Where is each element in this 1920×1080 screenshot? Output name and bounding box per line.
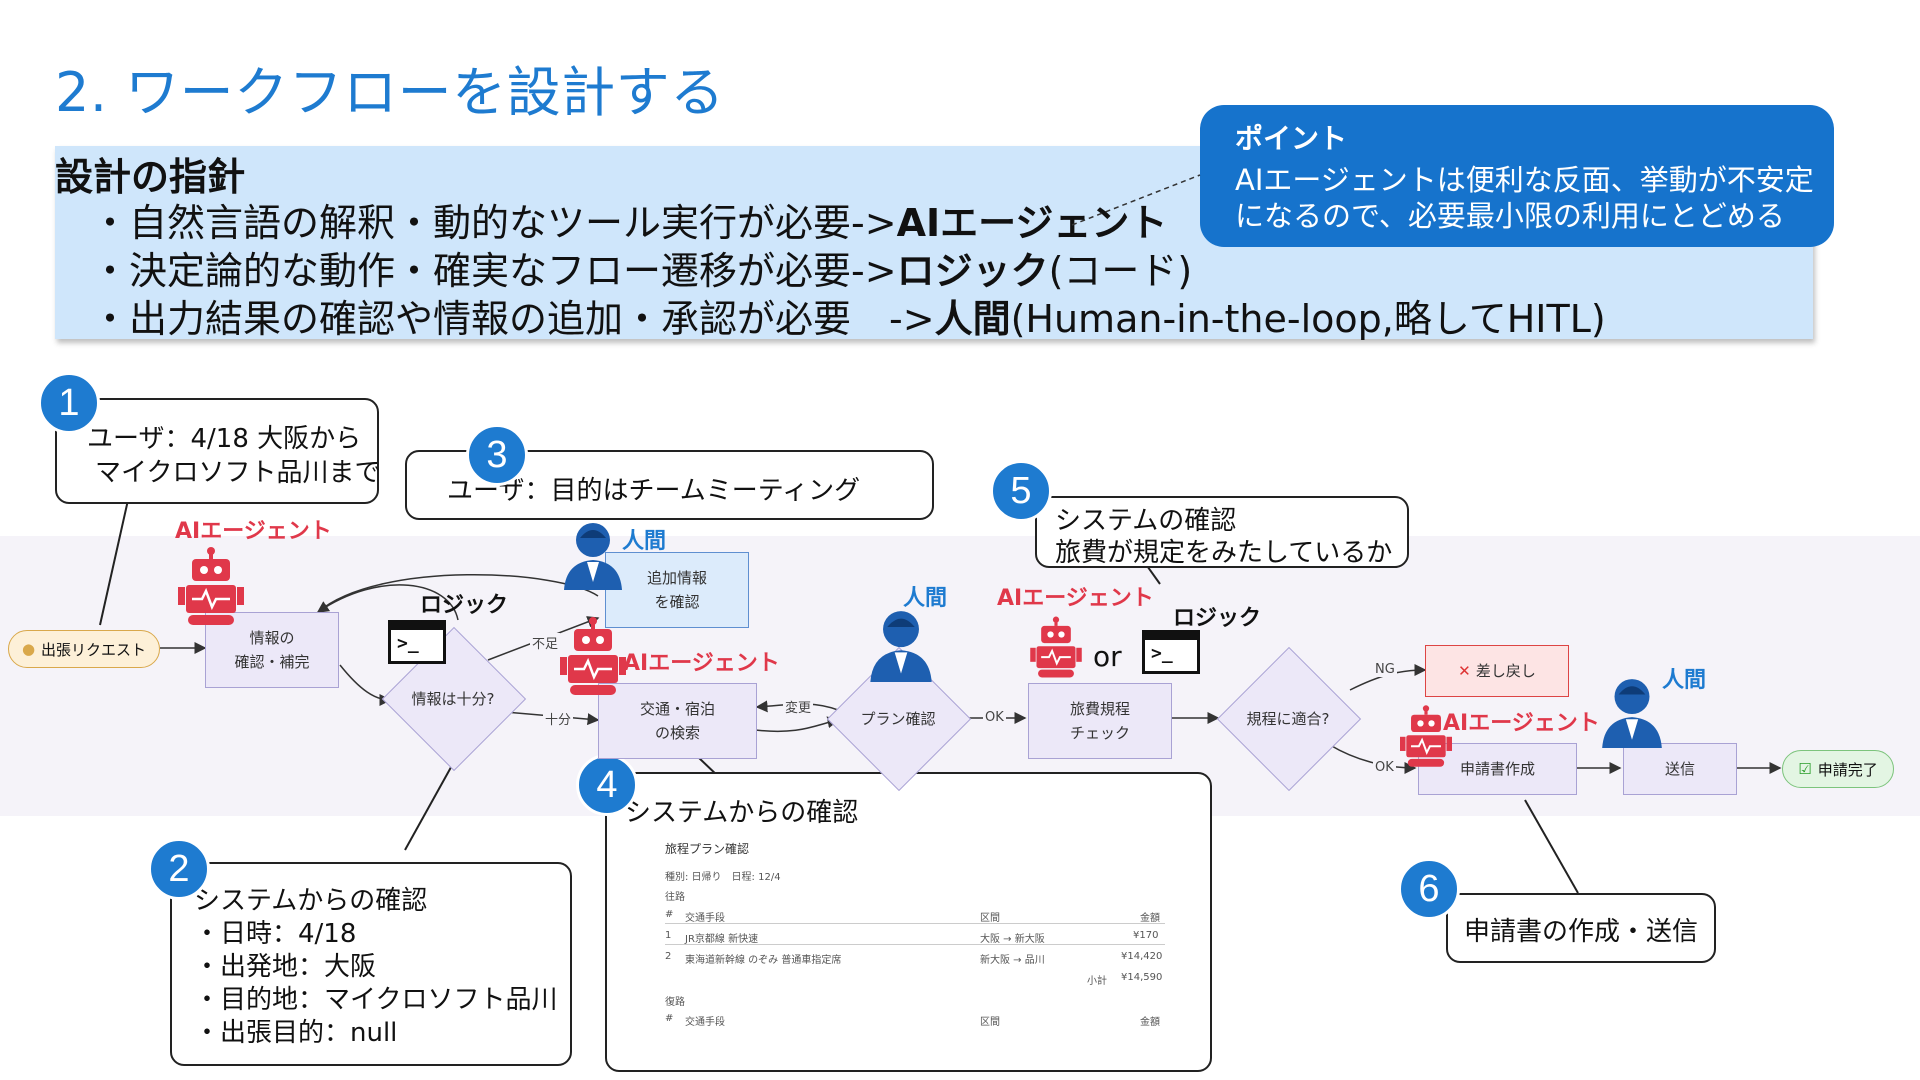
decision-comply-label: 規程に適合? — [1246, 710, 1330, 728]
callout-form-send: 申請書の作成・送信 — [1446, 893, 1716, 963]
node-send: 送信 — [1623, 743, 1737, 795]
person-icon: ● — [21, 640, 36, 658]
decision-enough-label: 情報は十分? — [411, 690, 495, 708]
itinerary-outbound: 往路 — [665, 892, 685, 903]
actor-label-human: 人間 — [903, 586, 948, 611]
actor-label-logic: ロジック — [420, 593, 509, 618]
terminal-icon: >_ — [1142, 630, 1200, 674]
step-badge-3: 3 — [466, 424, 528, 486]
terminal-icon: >_ — [388, 620, 446, 664]
edge-label-ok: OK — [983, 710, 1006, 725]
itinerary-cell: 2 — [665, 951, 672, 962]
itinerary-header: 金額 — [1140, 1017, 1160, 1028]
actor-label-ai: AIエージェント — [997, 586, 1154, 611]
start-node: ●出張リクエスト — [8, 630, 160, 668]
guideline-heading: 設計の指針 — [55, 155, 246, 199]
itinerary-title: 旅程プラン確認 — [665, 842, 750, 856]
itinerary-header: 金額 — [1140, 913, 1160, 924]
itinerary-cell: 東海道新幹線 のぞみ 普通車指定席 — [685, 955, 842, 966]
edge-label-change: 変更 — [783, 697, 814, 716]
edge-label-ok: OK — [1373, 760, 1396, 775]
step-badge-5: 5 — [990, 460, 1052, 522]
x-icon: ✕ — [1458, 662, 1476, 680]
itinerary-cell: ¥14,420 — [1121, 951, 1163, 962]
actor-label-ai: AIエージェント — [623, 651, 780, 676]
edge-label-ng: NG — [1373, 662, 1397, 677]
robot-icon — [178, 547, 244, 625]
itinerary-cell: 1 — [665, 930, 672, 941]
guideline-line-ai: ・自然言語の解釈・動的なツール実行が必要->AIエージェント — [91, 201, 1168, 245]
node-additional-info: 追加情報を確認 — [605, 552, 749, 628]
guideline-line-logic: ・決定論的な動作・確実なフロー遷移が必要->ロジック(コード) — [91, 249, 1193, 293]
itinerary-meta: 種別: 日帰り 日程: 12/4 — [665, 872, 781, 883]
person-icon — [564, 523, 622, 590]
point-box: ポイント AIエージェントは便利な反面、挙動が不安定 になるので、必要最小限の利… — [1200, 105, 1834, 247]
edge-label-insufficient: 不足 — [530, 633, 561, 652]
robot-icon — [560, 617, 626, 695]
step-badge-4: 4 — [576, 754, 638, 816]
actor-label-human: 人間 — [622, 529, 667, 554]
itinerary-header: 交通手段 — [685, 1017, 725, 1028]
point-title: ポイント — [1235, 122, 1348, 155]
itinerary-cell: JR京都線 新快速 — [685, 934, 759, 945]
itinerary-subtotal: ¥14,590 — [1121, 972, 1163, 983]
node-search: 交通・宿泊の検索 — [598, 683, 757, 759]
itinerary-header: # — [665, 909, 674, 920]
point-line: になるので、必要最小限の利用にとどめる — [1235, 199, 1785, 233]
check-icon: ☑ — [1798, 760, 1812, 778]
itinerary-subtotal-label: 小計 — [1087, 976, 1107, 987]
itinerary-cell: 大阪 → 新大阪 — [980, 934, 1045, 945]
decision-plan-label: プラン確認 — [860, 710, 936, 728]
itinerary-return: 復路 — [665, 997, 685, 1008]
itinerary-cell: ¥170 — [1133, 930, 1159, 941]
itinerary-header: 交通手段 — [685, 913, 725, 924]
or-label: or — [1093, 640, 1122, 673]
callout-system-confirm: システムからの確認 ・日時：4/18 ・出発地：大阪 ・目的地：マイクロソフト品… — [170, 862, 572, 1066]
callout-rule-check: システムの確認 旅費が規定をみたしているか — [1035, 496, 1409, 568]
robot-icon — [1030, 616, 1082, 678]
itinerary-header: 区間 — [980, 913, 1000, 924]
actor-label-human: 人間 — [1662, 668, 1707, 693]
itinerary-header: 区間 — [980, 1017, 1000, 1028]
end-node: ☑申請完了 — [1782, 750, 1894, 788]
node-rule-check: 旅費規程チェック — [1028, 683, 1172, 759]
actor-label-ai: AIエージェント — [1443, 711, 1600, 736]
guideline-line-human: ・出力結果の確認や情報の追加・承認が必要 ->人間(Human-in-the-l… — [91, 297, 1606, 341]
itinerary-header: # — [665, 1013, 674, 1024]
point-line: AIエージェントは便利な反面、挙動が不安定 — [1235, 163, 1814, 197]
node-reject: ✕ 差し戻し — [1425, 645, 1569, 697]
step-badge-6: 6 — [1398, 858, 1460, 920]
actor-label-ai: AIエージェント — [175, 519, 332, 544]
person-icon — [1602, 679, 1662, 748]
robot-icon — [1400, 705, 1452, 767]
step-badge-2: 2 — [148, 838, 210, 900]
callout-user-purpose: ユーザ：目的はチームミーティング — [405, 450, 934, 520]
itinerary-cell: 新大阪 → 品川 — [980, 955, 1045, 966]
person-icon — [870, 611, 932, 682]
actor-label-logic: ロジック — [1173, 606, 1262, 631]
itinerary-preview: 旅程プラン確認 種別: 日帰り 日程: 12/4 往路 # 交通手段 区間 金額… — [655, 838, 1185, 1038]
callout-plan-confirm: システムからの確認 — [605, 772, 1212, 1072]
page-title: 2. ワークフローを設計する — [55, 61, 725, 124]
callout-user-request: ユーザ：4/18 大阪から マイクロソフト品川まで — [55, 398, 380, 504]
step-badge-1: 1 — [38, 372, 100, 434]
edge-label-sufficient: 十分 — [543, 709, 574, 728]
